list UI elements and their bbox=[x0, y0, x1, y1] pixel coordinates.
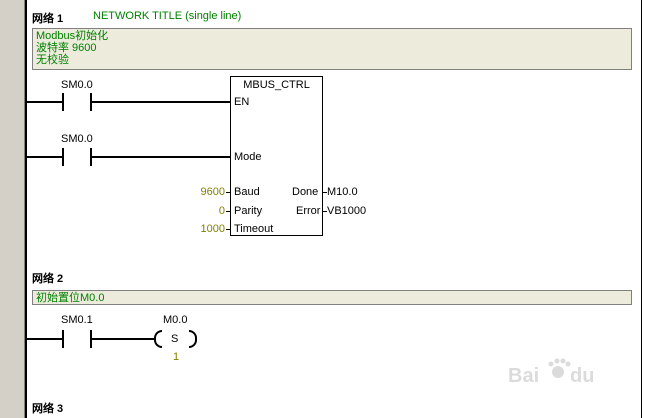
pin-baud: Baud bbox=[234, 186, 260, 198]
pin-done: Done bbox=[292, 186, 319, 198]
pin-timeout: Timeout bbox=[234, 223, 274, 235]
wire bbox=[322, 211, 327, 212]
contact-3-left[interactable] bbox=[62, 330, 64, 348]
done-output[interactable]: M10.0 bbox=[327, 186, 358, 198]
timeout-value[interactable]: 1000 bbox=[200, 223, 225, 235]
wire bbox=[27, 101, 62, 103]
wire bbox=[92, 101, 231, 103]
contact-1-left[interactable] bbox=[62, 93, 64, 111]
wire bbox=[92, 156, 231, 158]
baud-value[interactable]: 9600 bbox=[200, 186, 225, 198]
paw-icon bbox=[548, 358, 571, 378]
coil-left-arc[interactable] bbox=[154, 330, 162, 348]
network-1-comment[interactable]: Modbus初始化 波特率 9600 无校验 bbox=[32, 28, 632, 70]
wire bbox=[322, 192, 327, 193]
coil-address[interactable]: M0.0 bbox=[163, 314, 188, 326]
network-3-title[interactable]: 网络 3 bbox=[32, 403, 64, 415]
right-rail bbox=[641, 0, 642, 418]
coil-count[interactable]: 1 bbox=[173, 351, 180, 363]
error-output[interactable]: VB1000 bbox=[327, 205, 367, 217]
margin-divider bbox=[24, 0, 25, 418]
pin-en: EN bbox=[234, 96, 250, 108]
baidu-watermark: Bai du bbox=[508, 358, 594, 387]
network-1-title[interactable]: 网络 1 bbox=[32, 13, 64, 25]
svg-text:du: du bbox=[570, 365, 594, 387]
mbus-ctrl-box[interactable] bbox=[230, 76, 323, 236]
mbus-ctrl-title: MBUS_CTRL bbox=[243, 79, 310, 91]
coil-right-arc[interactable] bbox=[189, 330, 197, 348]
comment-line: 初始置位M0.0 bbox=[36, 292, 105, 304]
pin-mode: Mode bbox=[234, 151, 262, 163]
svg-text:Bai: Bai bbox=[508, 365, 539, 387]
contact-3-right[interactable] bbox=[90, 330, 92, 348]
wire bbox=[27, 156, 62, 158]
coil-operation: S bbox=[171, 333, 179, 345]
contact-3-address[interactable]: SM0.1 bbox=[61, 314, 93, 326]
wire bbox=[226, 229, 231, 230]
wire bbox=[226, 211, 231, 212]
pin-parity: Parity bbox=[234, 205, 263, 217]
contact-1-address[interactable]: SM0.0 bbox=[61, 79, 93, 91]
network-2-comment[interactable]: 初始置位M0.0 bbox=[32, 290, 632, 305]
power-rail bbox=[25, 0, 27, 418]
comment-line: 无校验 bbox=[36, 54, 69, 66]
wire bbox=[92, 338, 155, 340]
contact-2-left[interactable] bbox=[62, 148, 64, 166]
network-2-title[interactable]: 网络 2 bbox=[32, 273, 64, 285]
wire bbox=[226, 192, 231, 193]
network-1-subtitle[interactable]: NETWORK TITLE (single line) bbox=[93, 10, 242, 22]
wire bbox=[27, 338, 62, 340]
comment-line: Modbus初始化 bbox=[36, 30, 109, 42]
contact-2-right[interactable] bbox=[90, 148, 92, 166]
parity-value[interactable]: 0 bbox=[218, 205, 225, 217]
left-margin bbox=[0, 0, 24, 418]
comment-line: 波特率 9600 bbox=[36, 42, 97, 54]
contact-1-right[interactable] bbox=[90, 93, 92, 111]
pin-error: Error bbox=[296, 205, 321, 217]
contact-2-address[interactable]: SM0.0 bbox=[61, 133, 93, 145]
